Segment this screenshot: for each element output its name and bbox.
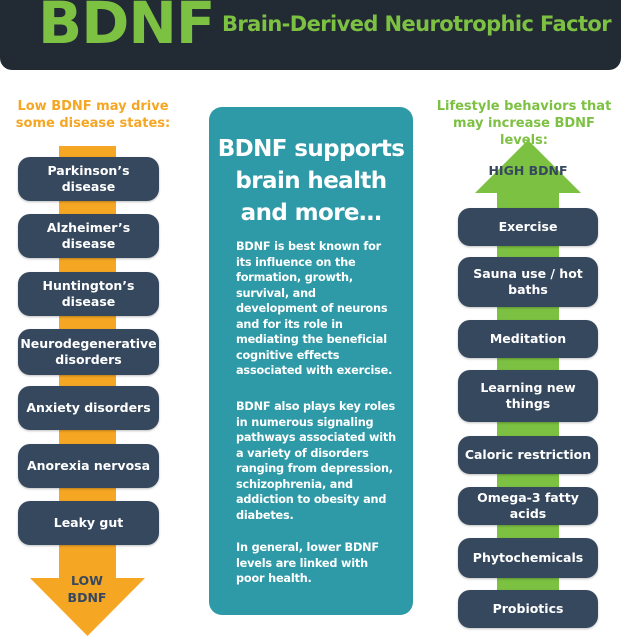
behavior-label: Caloric restriction xyxy=(464,447,592,462)
disease-item-alzheimers: Alzheimer’s disease xyxy=(18,214,159,258)
behavior-label: Omega-3 fatty acids xyxy=(477,490,579,521)
behavior-item-exercise: Exercise xyxy=(458,208,598,246)
header-title: Brain-Derived Neurotrophic Factor xyxy=(222,12,612,36)
behavior-label: Exercise xyxy=(498,219,558,234)
header-acronym: BDNF xyxy=(38,0,216,57)
disease-label: Leaky gut xyxy=(53,515,124,530)
behavior-label: Probiotics xyxy=(492,601,564,616)
header-banner: BDNF Brain-Derived Neurotrophic Factor xyxy=(0,0,621,70)
behavior-item-probiotics: Probiotics xyxy=(458,590,598,628)
disease-item-leaky-gut: Leaky gut xyxy=(18,501,159,545)
disease-label: Huntington’s disease xyxy=(42,278,135,309)
behavior-item-omega3: Omega-3 fatty acids xyxy=(458,487,598,525)
right-heading: Lifestyle behaviors that may increase BD… xyxy=(436,99,612,148)
center-title: BDNF supports brain health and more… xyxy=(217,136,405,226)
behavior-item-learning: Learning new things xyxy=(458,370,598,422)
disease-item-parkinsons: Parkinson’s disease xyxy=(18,157,159,201)
center-paragraph-1: BDNF is best known for its influence on … xyxy=(236,240,393,377)
disease-label: Anxiety disorders xyxy=(26,400,151,415)
center-panel: BDNF supports brain health and more… BDN… xyxy=(209,107,413,615)
disease-item-anxiety: Anxiety disorders xyxy=(18,386,159,430)
disease-label: Anorexia nervosa xyxy=(26,458,151,473)
disease-item-huntingtons: Huntington’s disease xyxy=(18,272,159,316)
behavior-label: Meditation xyxy=(489,331,567,346)
behavior-label: Learning new things xyxy=(480,380,576,411)
disease-item-neurodegenerative: Neurodegenerative disorders xyxy=(18,329,159,375)
high-bdnf-label: HIGH BDNF xyxy=(488,163,568,178)
disease-label: Parkinson’s disease xyxy=(47,163,130,194)
low-bdnf-label: LOW BDNF xyxy=(67,573,107,605)
disease-item-anorexia: Anorexia nervosa xyxy=(18,444,159,488)
behavior-item-sauna: Sauna use / hot baths xyxy=(458,257,598,307)
behavior-item-caloric-restriction: Caloric restriction xyxy=(458,436,598,474)
behavior-item-phytochemicals: Phytochemicals xyxy=(458,538,598,578)
left-heading: Low BDNF may drive some disease states: xyxy=(15,99,171,131)
disease-label: Alzheimer’s disease xyxy=(46,220,131,251)
disease-label: Neurodegenerative disorders xyxy=(20,336,157,367)
center-paragraph-2: BDNF also plays key roles in numerous si… xyxy=(236,400,396,522)
center-paragraph-3: In general, lower BDNF levels are linked… xyxy=(236,541,379,585)
behavior-label: Sauna use / hot baths xyxy=(473,266,583,297)
behavior-label: Phytochemicals xyxy=(472,550,584,565)
behavior-item-meditation: Meditation xyxy=(458,320,598,358)
